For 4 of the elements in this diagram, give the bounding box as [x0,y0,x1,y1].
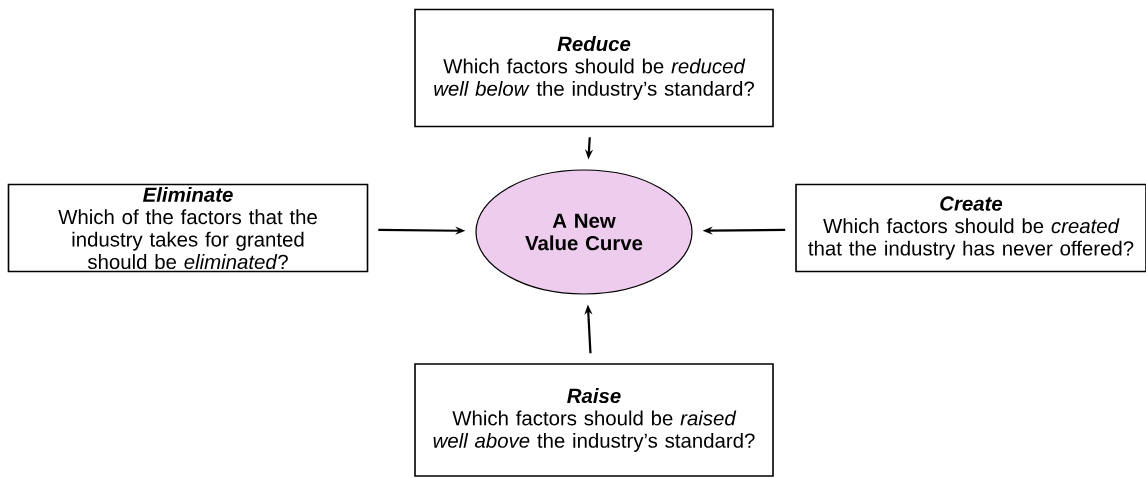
question-box: Create Which factors should be created that the industry has never offered? [795,183,1146,273]
question-box: Reduce Which factors should be reduced well below the industry’s standard? [414,8,774,128]
question-box: Eliminate Which of the factors that the industry takes for granted should be eliminated? [7,183,369,273]
question-box: Raise Which factors should be raised well above the industry’s standard? [414,363,774,477]
